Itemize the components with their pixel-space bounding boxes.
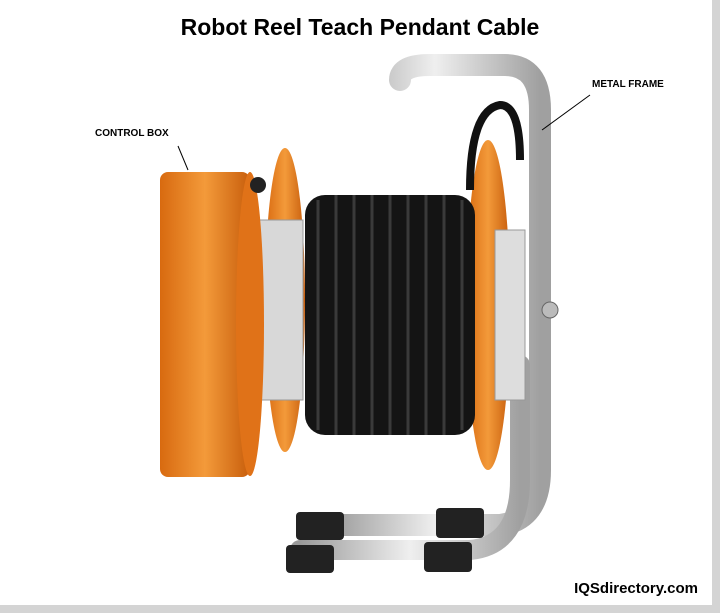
control-box (160, 172, 266, 477)
foot-grips (286, 508, 484, 573)
metal-frame-leader (541, 94, 591, 131)
metal-frame (290, 54, 551, 560)
cable-coil (305, 195, 475, 435)
control-box-leader (177, 145, 189, 171)
control-box-label: CONTROL BOX (95, 128, 169, 139)
metal-frame-label: METAL FRAME (592, 79, 664, 90)
brand-watermark: IQSdirectory.com (574, 580, 698, 597)
page-title: Robot Reel Teach Pendant Cable (180, 14, 540, 40)
